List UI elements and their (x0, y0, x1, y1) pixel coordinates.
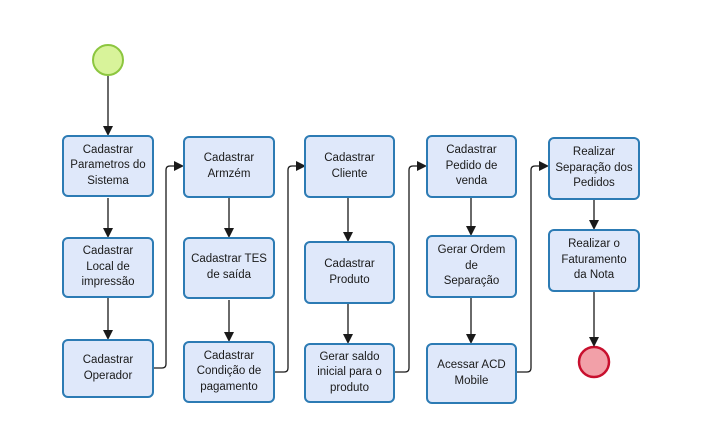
connector-step12-to-step13 (517, 161, 549, 373)
connector-step9-to-step10 (395, 161, 427, 373)
step-gerar-saldo-inicial: Gerar saldo inicial para o produto (304, 343, 395, 403)
step-cadastrar-operador: Cadastrar Operador (62, 339, 154, 398)
step-cadastrar-cliente: Cadastrar Cliente (304, 135, 395, 198)
step-cadastrar-local-de-impressao: Cadastrar Local de impressão (62, 237, 154, 298)
step-cadastrar-armazem: Cadastrar Armzém (183, 136, 275, 198)
step-cadastrar-tes-de-saida: Cadastrar TES de saída (183, 237, 275, 299)
step-acessar-acd-mobile: Acessar ACD Mobile (426, 343, 517, 404)
step-cadastrar-produto: Cadastrar Produto (304, 241, 395, 304)
start-event-circle (92, 44, 124, 76)
end-event-circle (577, 345, 611, 379)
step-cadastrar-parametros-do-sistema: Cadastrar Parametros do Sistema (62, 135, 154, 197)
step-gerar-ordem-de-separacao: Gerar Ordem de Separação (426, 235, 517, 298)
step-cadastrar-condicao-de-pagamento: Cadastrar Condição de pagamento (183, 341, 275, 403)
connector-step3-to-step4 (154, 161, 184, 369)
connector-step6-to-step7 (275, 161, 306, 373)
step-realizar-separacao-dos-pedidos: Realizar Separação dos Pedidos (548, 137, 640, 200)
step-cadastrar-pedido-de-venda: Cadastrar Pedido de venda (426, 135, 517, 198)
step-realizar-faturamento-da-nota: Realizar o Faturamento da Nota (548, 229, 640, 292)
